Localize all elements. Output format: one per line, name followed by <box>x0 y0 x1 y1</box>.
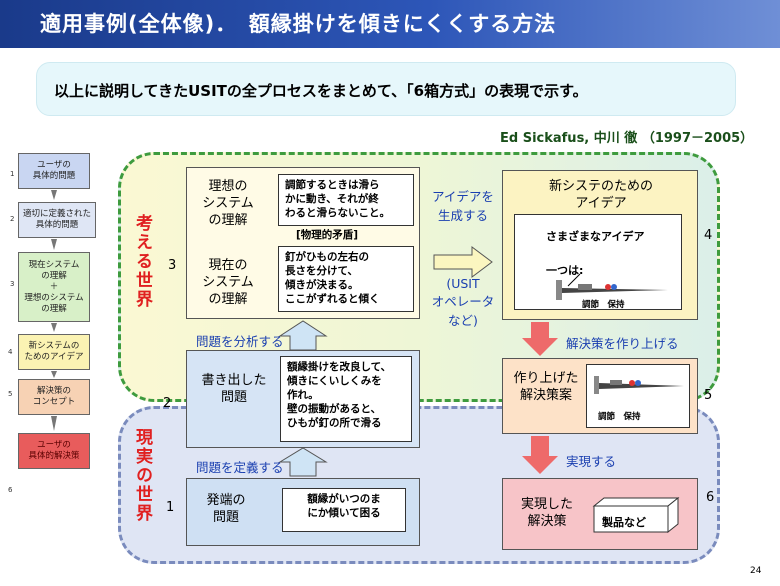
realize-label: 実現する <box>566 454 617 469</box>
left-num-5: 5 <box>8 390 13 398</box>
think-world-label: 考える世界 <box>132 214 152 309</box>
box5-number: 5 <box>704 388 713 403</box>
analyze-problem-label: 問題を分析する <box>196 334 284 349</box>
left-num-1: 1 <box>10 170 15 178</box>
real-world-label: 現実の世界 <box>132 428 152 523</box>
page-number: 24 <box>750 566 762 576</box>
box6-product: 製品など <box>602 516 646 529</box>
box5-label: 作り上げた 解決策案 <box>513 371 579 403</box>
usit-operators-label: (USIT オペレータ など) <box>431 276 495 328</box>
slide-title: 適用事例(全体像)． 額縁掛けを傾きにくくする方法 <box>40 12 557 36</box>
build-solution-label: 解決策を作り上げる <box>566 336 679 351</box>
subtitle-text: 以上に説明してきたUSITの全プロセスをまとめて、「6箱方式」の表現で示す。 <box>54 82 588 100</box>
left-step-6: ユーザの 具体的解決策 <box>18 433 90 469</box>
box4-caption: 調節 保持 <box>582 300 625 310</box>
ideal-system-label: 理想の システム の理解 <box>202 179 254 228</box>
current-system-text: 釘がひもの左右の 長さを分けて、 傾きが決まる。 ここがずれると傾く <box>278 246 414 312</box>
box4-idea-panel <box>514 214 682 310</box>
credit-line: Ed Sickafus, 中川 徹 （1997－2005） <box>500 131 754 146</box>
box5-panel <box>586 364 690 428</box>
solution-illustration <box>594 376 684 394</box>
box3-number: 3 <box>168 258 177 273</box>
left-step-1: ユーザの 具体的問題 <box>18 153 90 189</box>
title-bar <box>0 0 780 48</box>
left-flow-arrows <box>51 190 57 431</box>
box6-number: 6 <box>706 490 715 505</box>
box2-number: 2 <box>163 396 172 411</box>
left-step-4: 新システムの ためのアイデア <box>18 334 90 370</box>
subtitle-box <box>36 62 736 116</box>
generate-ideas-label: アイデアを 生成する <box>432 189 494 223</box>
ideal-system-text: 調節するときは滑ら かに動き、それが終 わると滑らないこと。 <box>278 174 414 226</box>
left-step-2: 適切に定義された 具体的問題 <box>18 202 96 238</box>
define-problem-label: 問題を定義する <box>196 460 284 475</box>
box6-label: 実現した 解決策 <box>520 497 573 529</box>
box1-text: 額縁がいつのま にか傾いて困る <box>282 488 406 532</box>
box4-ideas-text: さまざまなアイデア <box>546 230 645 243</box>
current-system-label: 現在の システム の理解 <box>202 258 254 307</box>
box5-caption: 調節 保持 <box>598 412 641 422</box>
box4-one-text: 一つは: <box>546 264 584 277</box>
contradiction-label: [物理的矛盾] <box>296 229 359 241</box>
box4-title: 新システのための アイデア <box>548 179 653 211</box>
left-summary-column: 1 ユーザの 具体的問題 2 適切に定義された 具体的問題 3 現在システム の… <box>0 150 100 494</box>
frame-hanger-illustration <box>556 273 668 300</box>
left-step-5: 解決策の コンセプト <box>18 379 90 415</box>
product-box-shape <box>592 496 680 534</box>
left-num-3: 3 <box>10 280 15 288</box>
left-num-6: 6 <box>8 486 13 494</box>
box1-label: 発端の 問題 <box>206 493 246 525</box>
box1-number: 1 <box>166 500 175 515</box>
left-num-4: 4 <box>8 348 13 356</box>
left-num-2: 2 <box>10 215 15 223</box>
box4-number: 4 <box>704 228 713 243</box>
box2-label: 書き出した 問題 <box>201 373 267 405</box>
left-step-3: 現在システム の理解 ＋ 理想のシステム の理解 <box>18 252 90 322</box>
box2-text: 額縁掛けを改良して、 傾きにくいしくみを 作れ。 壁の振動があると、 ひもが釘の… <box>280 356 412 442</box>
